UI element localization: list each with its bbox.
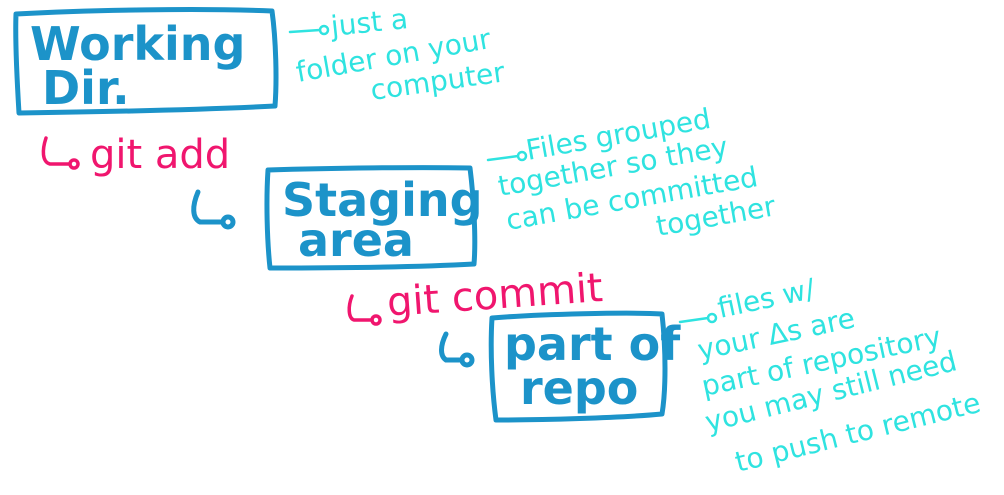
- repo-return-arrow-head-icon: [459, 352, 475, 368]
- staging-return-arrow-head-icon: [220, 214, 236, 230]
- staging-area-note: Files grouped together so they can be co…: [486, 102, 778, 243]
- working-dir-note-line-1: just a: [328, 2, 409, 43]
- command-git-add: git add: [41, 132, 230, 178]
- working-dir-box: [13, 7, 279, 116]
- return-arrow-head-icon: [68, 158, 80, 170]
- working-dir-line-1: Working: [30, 17, 245, 71]
- arrow-icon: [678, 316, 710, 324]
- staging-area-box: [264, 165, 478, 271]
- working-dir-line-2: Dir.: [42, 61, 130, 115]
- arrow-head-icon: [516, 150, 528, 162]
- part-of-repo-line-1: part of: [504, 317, 681, 371]
- arrow-icon: [288, 28, 322, 34]
- return-arrow-head-icon: [370, 314, 382, 326]
- working-dir-note: just a folder on your computer: [288, 2, 507, 107]
- part-of-repo-note: files w/ your Δs are part of repository …: [678, 272, 984, 479]
- staging-area-line-1: Staging: [282, 173, 483, 227]
- arrow-head-icon: [318, 24, 330, 36]
- stage-working-dir: Working Dir. just a folder on your compu…: [13, 2, 507, 116]
- staging-return-arrow-icon: [191, 189, 225, 225]
- return-arrow-icon: [41, 136, 72, 166]
- arrow-head-icon: [706, 312, 718, 324]
- staging-area-line-2: area: [298, 213, 414, 267]
- part-of-repo-box: [488, 310, 668, 423]
- arrow-icon: [486, 154, 520, 162]
- part-of-repo-line-2: repo: [520, 361, 638, 415]
- stage-staging-area: Staging area Files grouped together so t…: [191, 102, 778, 271]
- return-arrow-icon: [347, 294, 374, 322]
- repo-return-arrow-icon: [439, 331, 465, 363]
- git-add-label: git add: [90, 132, 230, 178]
